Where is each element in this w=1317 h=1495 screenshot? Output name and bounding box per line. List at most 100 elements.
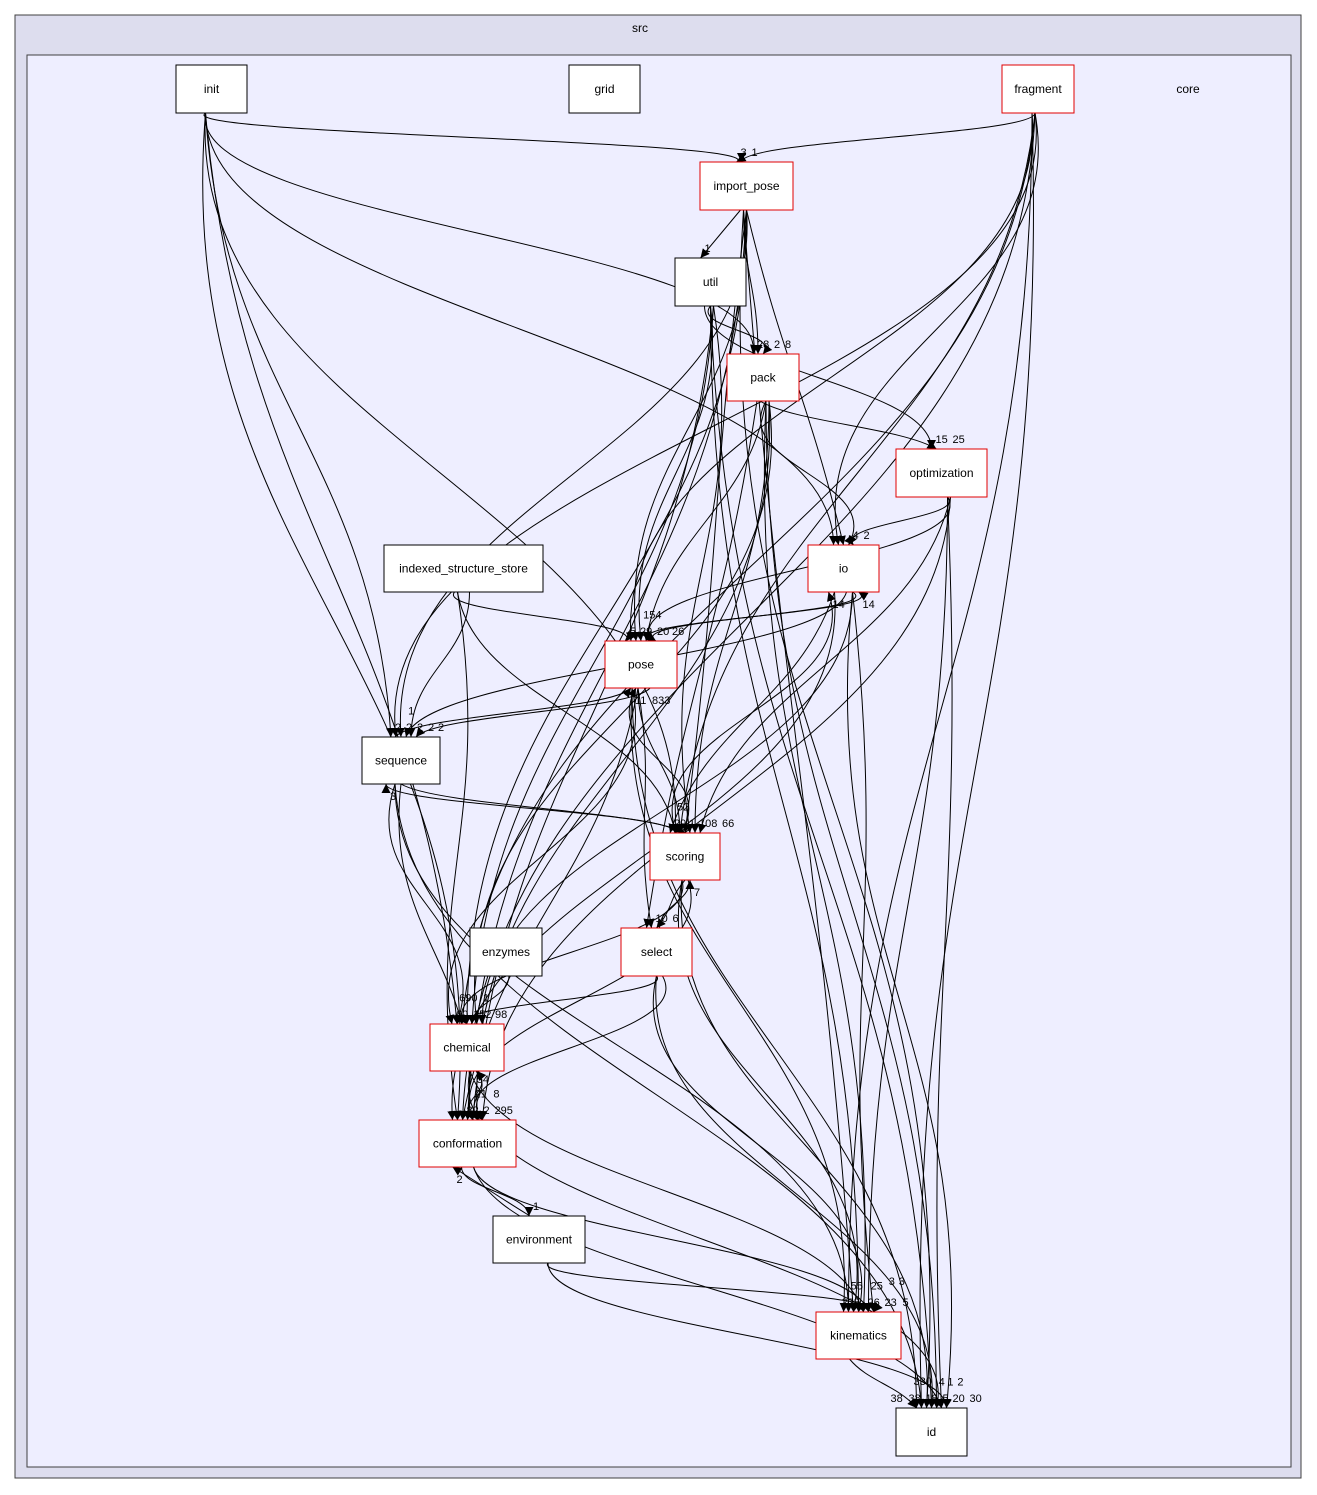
edge-environment-to-id[interactable] — [547, 1262, 951, 1409]
edge-pose-to-select[interactable] — [637, 687, 655, 929]
edge-select-to-conformation[interactable] — [469, 975, 667, 1121]
edge-label[interactable]: 26 — [672, 626, 684, 638]
edge-label[interactable]: 25 — [953, 434, 965, 446]
node-box[interactable] — [699, 161, 794, 211]
edge-label[interactable]: 8 — [493, 1088, 499, 1100]
edge-enzymes-to-chemical[interactable] — [467, 975, 510, 1025]
edge-fragment-to-import_pose[interactable] — [737, 112, 1036, 163]
edge-init-to-conformation[interactable] — [202, 112, 463, 1121]
edge-import_pose-to-util[interactable] — [700, 209, 741, 259]
edge-label[interactable]: 29 — [640, 626, 652, 638]
edge-sequence-to-chemical[interactable] — [388, 783, 465, 1025]
edge-fragment-to-sequence[interactable] — [390, 112, 1037, 738]
edge-label[interactable]: 5 — [903, 1297, 909, 1309]
edge-label[interactable]: 14 — [833, 599, 845, 611]
edge-util-to-pack[interactable] — [707, 305, 773, 355]
edge-label[interactable]: 60 — [456, 1009, 468, 1021]
node-environment[interactable]: environment — [492, 1215, 586, 1264]
edge-label[interactable]: 20 — [657, 626, 669, 638]
edge-label[interactable]: 26 — [868, 1297, 880, 1309]
node-box[interactable] — [492, 1215, 586, 1264]
edge-label[interactable]: 1 — [705, 243, 711, 255]
edge-label[interactable]: 5 — [943, 1393, 949, 1405]
node-pose[interactable]: pose — [604, 640, 678, 689]
node-box[interactable] — [726, 353, 800, 402]
edge-scoring-to-io[interactable] — [671, 591, 836, 834]
edge-label[interactable]: 28 — [757, 339, 769, 351]
edge-sequence-to-id[interactable] — [394, 783, 926, 1409]
edge-environment-to-kinematics[interactable] — [547, 1262, 883, 1313]
edge-label[interactable]: 11 — [635, 695, 646, 707]
edge-label[interactable]: 2 — [864, 530, 870, 542]
edge-label[interactable]: 2 — [417, 722, 423, 734]
edge-label[interactable]: 2 — [428, 722, 434, 734]
edge-label[interactable]: 108 — [699, 818, 717, 830]
edge-pose-to-kinematics[interactable] — [630, 687, 849, 1313]
edge-util-to-kinematics[interactable] — [710, 305, 863, 1313]
node-box[interactable] — [361, 736, 441, 785]
edge-init-to-io[interactable] — [205, 112, 838, 546]
edge-label[interactable]: 54 — [477, 1074, 489, 1086]
node-box[interactable] — [807, 544, 880, 593]
node-box[interactable] — [469, 927, 543, 977]
edge-label[interactable]: 2 — [457, 1174, 463, 1186]
node-id[interactable]: id — [895, 1407, 968, 1457]
edge-indexed_structure_store-to-pose[interactable] — [453, 591, 636, 642]
edge-label[interactable]: 330 — [914, 1376, 932, 1388]
edge-util-to-id[interactable] — [710, 305, 936, 1409]
edge-label[interactable]: 55 — [851, 1280, 863, 1292]
edge-select-to-id[interactable] — [655, 975, 937, 1409]
edge-label[interactable]: 66 — [722, 818, 734, 830]
edge-label[interactable]: 21 — [475, 1088, 487, 1100]
edge-label[interactable]: 18 — [926, 1393, 938, 1405]
edge-import_pose-to-scoring[interactable] — [681, 209, 747, 834]
edge-label[interactable]: 1 — [408, 705, 414, 717]
edge-scoring-to-conformation[interactable] — [465, 879, 692, 1121]
edge-label[interactable]: 2 — [957, 1376, 963, 1388]
node-chemical[interactable]: chemical — [429, 1023, 505, 1072]
node-conformation[interactable]: conformation — [418, 1119, 517, 1168]
edge-label[interactable]: 2 — [484, 1105, 490, 1117]
edge-label[interactable]: 2 — [406, 722, 412, 734]
node-util[interactable]: util — [674, 257, 747, 307]
edge-label[interactable]: 38 — [891, 1393, 903, 1405]
node-grid[interactable]: grid — [568, 64, 641, 114]
edge-label[interactable]: 20 — [953, 1393, 965, 1405]
node-fragment[interactable]: fragment — [1001, 64, 1075, 114]
node-box[interactable] — [568, 64, 641, 114]
edge-conformation-to-kinematics[interactable] — [473, 1166, 871, 1313]
edge-label[interactable]: 29 — [674, 818, 686, 830]
edge-label[interactable]: 5 — [630, 626, 636, 638]
edge-label[interactable]: 98 — [495, 1009, 507, 1021]
edge-pack-to-kinematics[interactable] — [763, 400, 869, 1313]
edge-label[interactable]: 295 — [495, 1105, 513, 1117]
edge-optimization-to-id[interactable] — [936, 496, 953, 1409]
node-enzymes[interactable]: enzymes — [469, 927, 543, 977]
edge-label[interactable]: 154 — [643, 609, 661, 621]
edge-label[interactable]: 4 — [853, 530, 859, 542]
edge-io-to-id[interactable] — [846, 591, 953, 1409]
edge-indexed_structure_store-to-scoring[interactable] — [457, 591, 678, 834]
edge-label[interactable]: 52 — [677, 801, 689, 813]
edge-fragment-to-scoring[interactable] — [676, 112, 1036, 834]
edge-pack-to-chemical[interactable] — [471, 400, 772, 1025]
edge-label[interactable]: 1 — [483, 992, 489, 1004]
edge-pack-to-pose[interactable] — [643, 400, 767, 642]
edge-label[interactable]: 6 — [673, 913, 679, 925]
node-select[interactable]: select — [620, 927, 693, 977]
edge-label[interactable]: 30 — [970, 1393, 982, 1405]
edge-label[interactable]: 7 — [694, 887, 700, 899]
node-box[interactable] — [815, 1311, 902, 1360]
edge-label[interactable]: 3 — [741, 147, 747, 159]
edge-io-to-kinematics[interactable] — [852, 591, 877, 1313]
edge-sequence-to-kinematics[interactable] — [394, 783, 853, 1313]
edge-fragment-to-pose[interactable] — [625, 112, 1033, 642]
edge-label[interactable]: 4 — [939, 1376, 945, 1388]
edge-label[interactable]: 2 — [774, 339, 780, 351]
edge-optimization-to-kinematics[interactable] — [864, 496, 948, 1313]
node-box[interactable] — [620, 927, 693, 977]
edge-environment-to-conformation[interactable] — [452, 1166, 531, 1217]
edge-pack-to-scoring[interactable] — [690, 400, 770, 834]
node-box[interactable] — [418, 1119, 517, 1168]
edge-label[interactable]: 38 — [909, 1393, 921, 1405]
